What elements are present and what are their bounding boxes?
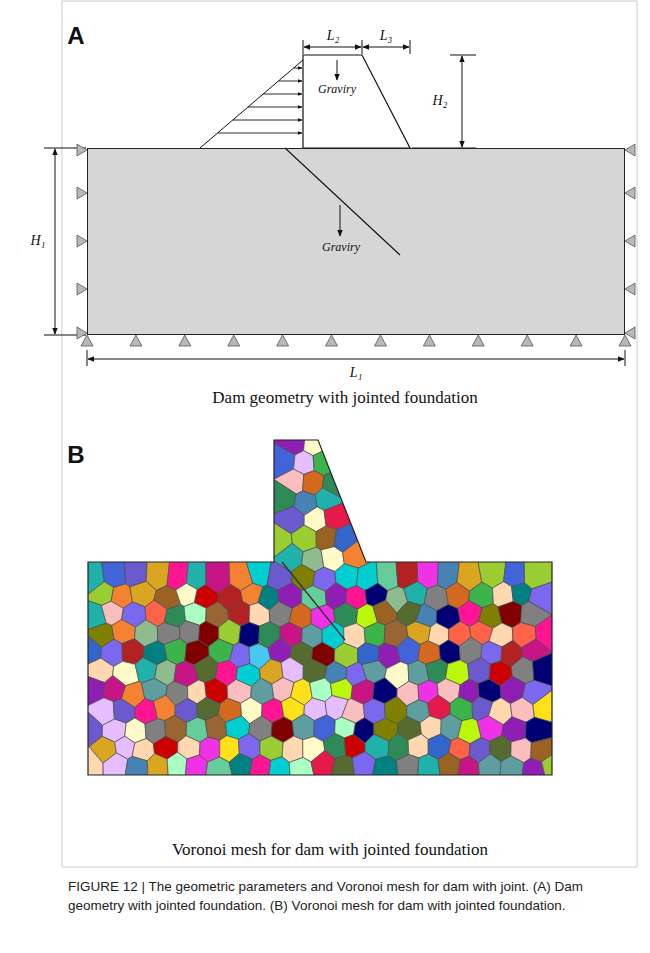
figure-caption: FIGURE 12 | The geometric parameters and… (68, 878, 608, 916)
foundation-block: Graviry (87, 148, 625, 335)
gravity-label: Graviry (318, 83, 356, 97)
dimension-label: H₂ (433, 93, 448, 109)
dam-body: Graviry (303, 55, 410, 148)
voronoi-mesh (80, 432, 560, 783)
figure-frame (62, 1, 637, 867)
subfigure-title: Dam geometry with jointed foundation (212, 388, 477, 408)
panel-letter: B (67, 441, 84, 469)
dam-outline (303, 55, 410, 148)
panel-letter: A (67, 22, 84, 50)
mesh-outline (88, 440, 552, 775)
gravity-label: Graviry (322, 241, 360, 255)
subfigure-title: Voronoi mesh for dam with jointed founda… (172, 840, 488, 860)
mesh-joint (282, 562, 345, 640)
dimension-label: L₂ (327, 28, 340, 44)
dimension-label: L₁ (350, 365, 363, 381)
panel-a-illustration (44, 40, 635, 366)
dimension-label: H₁ (31, 233, 46, 249)
dimension-label: L₃ (380, 28, 393, 44)
